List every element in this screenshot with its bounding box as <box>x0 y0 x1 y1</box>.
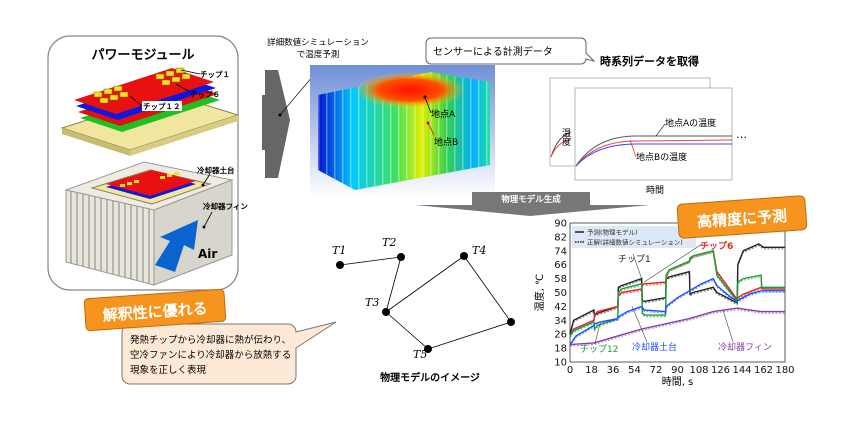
y-tick-label: 90 <box>554 219 567 230</box>
annotation-leader <box>722 309 734 343</box>
x-tick-label: 72 <box>650 365 663 376</box>
point-a-label: 地点A <box>431 108 456 120</box>
legend-predicted: 予測(物理モデル) <box>587 228 638 237</box>
y-tick-label: 10 <box>554 358 567 369</box>
x-tick-label: 180 <box>775 365 794 376</box>
x-tick-label: 162 <box>754 365 773 376</box>
chip6-label: チップ６ <box>190 89 220 99</box>
chip1-label: チップ１ <box>200 69 230 79</box>
x-axis-label: 時間, s <box>662 376 694 388</box>
y-tick-label: 34 <box>554 316 567 327</box>
node-t5-label: T5 <box>413 348 427 361</box>
timeseries-chart: 温度 時間 地点Aの温度 地点Bの温度 … <box>549 77 747 196</box>
node-t2-label: T2 <box>382 236 396 249</box>
timeseries-xlabel: 時間 <box>646 185 664 196</box>
y-tick-label: 18 <box>554 344 567 355</box>
accuracy-badge: 高精度に予測 <box>676 195 808 239</box>
annotation-leader <box>632 253 642 279</box>
explanation-line-2: 空冷ファンにより冷却器から放熱する <box>130 349 291 361</box>
x-tick-label: 108 <box>689 365 708 376</box>
point-a-temp-label: 地点Aの温度 <box>665 117 716 129</box>
series-annotation: 冷却器土台 <box>632 341 677 353</box>
point-b-temp-label: 地点Bの温度 <box>636 151 687 163</box>
graph-model: T1 T2 T3 T4 T5 物理モデルのイメージ <box>332 236 515 384</box>
series-annotation: チップ1 <box>618 254 651 265</box>
explanation-bubble <box>121 321 337 385</box>
model-generation-label: 物理モデル生成 <box>501 194 561 205</box>
x-tick-label: 126 <box>711 365 730 376</box>
sensor-callout-text: センサーによる計測データ <box>433 45 553 58</box>
series-line-ground-truth <box>569 308 785 347</box>
power-module-panel: パワーモジュール チップ１ チップ６ チップ１２ 冷却器土台 冷却器フィン <box>47 35 248 291</box>
x-tick-label: 18 <box>585 365 598 376</box>
chip12-label: チップ１２ <box>143 101 181 111</box>
series-line-predicted <box>569 249 785 337</box>
node-t4-label: T4 <box>472 244 486 257</box>
graph-model-caption: 物理モデルのイメージ <box>380 371 480 384</box>
y-tick-label: 42 <box>554 302 567 313</box>
explanation-line-3: 現象を正しく表現 <box>130 364 207 376</box>
simulation-caption-2: で温度予測 <box>297 49 340 60</box>
annotation-leader <box>631 306 648 343</box>
cooler-base-label: 冷却器土台 <box>197 165 235 175</box>
timeseries-heading: 時系列データを取得 <box>600 54 699 68</box>
sensor-callout <box>425 37 596 65</box>
x-tick-label: 144 <box>732 365 751 376</box>
x-tick-label: 90 <box>671 365 684 376</box>
series-line-predicted <box>569 277 785 345</box>
ellipsis: … <box>736 128 747 141</box>
y-axis-label: 温度, ℃ <box>533 274 546 312</box>
y-tick-label: 74 <box>554 246 567 257</box>
y-tick-label: 58 <box>554 274 567 285</box>
x-tick-label: 0 <box>567 365 573 376</box>
node-t3-label: T3 <box>365 296 379 309</box>
series-line-ground-truth <box>569 251 785 338</box>
series-line-predicted <box>569 307 785 346</box>
air-label: Air <box>198 247 217 261</box>
interpretability-badge: 解釈性に優れる <box>83 288 227 332</box>
y-tick-label: 26 <box>554 330 567 341</box>
x-tick-label: 36 <box>607 365 620 376</box>
y-tick-label: 82 <box>554 232 567 243</box>
y-tick-label: 50 <box>554 288 567 299</box>
airflow-arrow-icon <box>155 220 198 272</box>
flow-arrow-body <box>262 95 284 150</box>
annotation-leader <box>643 243 703 283</box>
explanation-line-1: 発熱チップから冷却器に熱が伝わり、 <box>130 334 291 346</box>
simulation-heatmap: 地点A 地点B <box>310 65 495 197</box>
x-tick-label: 54 <box>628 365 641 376</box>
timeseries-ylabel: 温度 <box>560 128 571 147</box>
simulation-caption: 詳細数値シミュレーション <box>267 37 369 48</box>
cooler-fin-label: 冷却器フィン <box>203 201 248 211</box>
model-generation-arrow <box>415 192 650 216</box>
series-annotation: チップ6 <box>700 240 733 252</box>
series-annotation: 冷却器フィン <box>718 341 772 353</box>
annotation-leader <box>594 323 601 345</box>
node-t1-label: T1 <box>332 244 346 257</box>
series-line-ground-truth <box>569 279 785 347</box>
y-tick-label: 66 <box>554 260 567 271</box>
legend-ground-truth: 正解(詳細数値シミュレーション) <box>587 238 683 247</box>
legend-box <box>572 226 696 248</box>
point-b-label: 地点B <box>434 136 458 148</box>
power-module-title: パワーモジュール <box>91 48 194 63</box>
series-annotation: チップ12 <box>580 344 618 355</box>
